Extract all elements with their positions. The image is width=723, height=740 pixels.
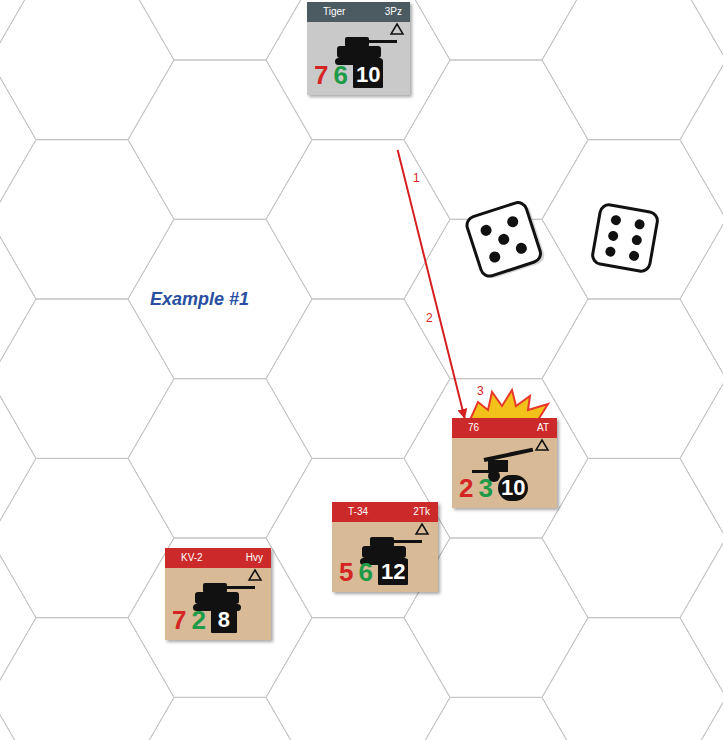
hex bbox=[0, 697, 36, 740]
unit-type: 2Tk bbox=[413, 506, 430, 518]
range-count: 2 bbox=[426, 311, 433, 325]
hex bbox=[0, 219, 36, 378]
unit-value: 7 bbox=[314, 61, 328, 89]
hex bbox=[0, 458, 174, 617]
hex bbox=[0, 379, 36, 538]
counter-band: 76 AT bbox=[452, 418, 557, 438]
hex bbox=[0, 140, 174, 299]
hex bbox=[404, 697, 588, 740]
unit-counter: T-34 2Tk 5612 bbox=[332, 502, 438, 592]
unit-value: 2 bbox=[459, 474, 473, 502]
hex bbox=[0, 0, 36, 60]
hex bbox=[266, 618, 450, 740]
hex bbox=[0, 618, 174, 740]
hex bbox=[266, 299, 450, 458]
unit-value: 10 bbox=[353, 62, 383, 88]
unit-value: 6 bbox=[333, 61, 347, 89]
hex bbox=[266, 458, 450, 617]
hex bbox=[542, 140, 723, 299]
unit-value: 5 bbox=[339, 558, 353, 586]
unit-value: 10 bbox=[498, 475, 528, 501]
example-title: Example #1 bbox=[150, 289, 249, 310]
unit-value: 6 bbox=[358, 558, 372, 586]
unit-value: 2 bbox=[191, 606, 205, 634]
unit-value: 3 bbox=[478, 474, 492, 502]
hex bbox=[404, 0, 588, 60]
unit-name: KV-2 bbox=[181, 552, 203, 564]
hex bbox=[0, 0, 174, 140]
hex bbox=[266, 140, 450, 299]
unit-name: T-34 bbox=[348, 506, 368, 518]
hex bbox=[128, 60, 312, 219]
die bbox=[465, 199, 547, 281]
range-count: 1 bbox=[413, 171, 420, 185]
hex bbox=[680, 0, 723, 60]
hex bbox=[128, 697, 312, 740]
unit-type: Hvy bbox=[246, 552, 263, 564]
unit-counter: 76 AT 2310 bbox=[452, 418, 557, 508]
unit-value: 12 bbox=[378, 559, 408, 585]
hex bbox=[128, 379, 312, 538]
unit-value: 8 bbox=[211, 607, 237, 633]
hex bbox=[542, 0, 723, 140]
hex bbox=[542, 618, 723, 740]
unit-counter: KV-2 Hvy 728 bbox=[165, 548, 271, 640]
hex bbox=[0, 60, 36, 219]
hex bbox=[542, 458, 723, 617]
die bbox=[591, 203, 659, 272]
hex bbox=[680, 60, 723, 219]
counter-band: T-34 2Tk bbox=[332, 502, 438, 522]
hex bbox=[266, 0, 450, 140]
hex bbox=[404, 60, 588, 219]
hex bbox=[542, 299, 723, 458]
unit-type: 3Pz bbox=[385, 6, 402, 18]
unit-counter: Tiger 3Pz 7610 bbox=[307, 2, 410, 95]
counter-band: KV-2 Hvy bbox=[165, 548, 271, 568]
hex bbox=[680, 538, 723, 697]
hex bbox=[0, 299, 174, 458]
unit-value: 7 bbox=[172, 606, 186, 634]
unit-type: AT bbox=[537, 422, 549, 434]
hex bbox=[0, 538, 36, 697]
hex bbox=[128, 538, 312, 697]
hex bbox=[680, 219, 723, 378]
unit-name: 76 bbox=[468, 422, 479, 434]
hex bbox=[680, 697, 723, 740]
hex bbox=[128, 219, 312, 378]
fire-arrow bbox=[398, 150, 465, 418]
range-count: 3 bbox=[477, 384, 484, 398]
hex bbox=[680, 379, 723, 538]
unit-name: Tiger bbox=[323, 6, 345, 18]
counter-band: Tiger 3Pz bbox=[307, 2, 410, 22]
hex bbox=[128, 0, 312, 60]
